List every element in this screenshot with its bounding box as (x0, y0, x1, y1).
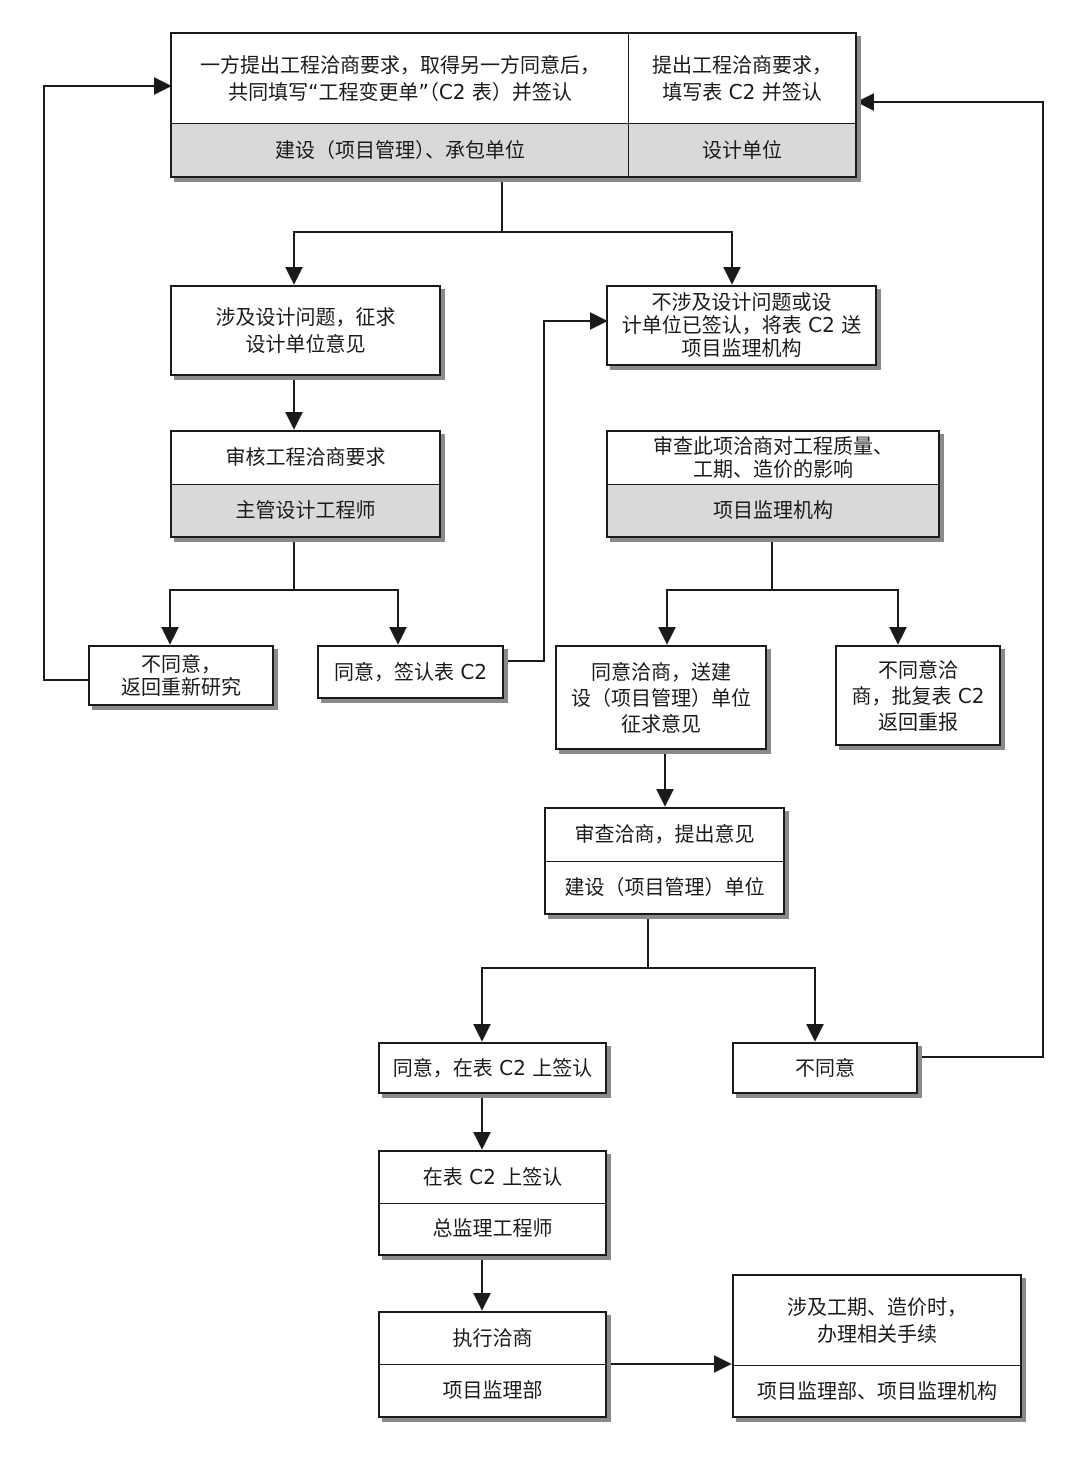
agree-sign-c2-box: 同意，签认表 C2 (317, 645, 504, 699)
agree-on-c2-box: 同意，在表 C2 上签认 (378, 1042, 607, 1094)
disagree-box: 不同意 (732, 1042, 918, 1094)
procedures-text: 涉及工期、造价时， 办理相关手续 (734, 1276, 1020, 1366)
agree-sign-c2-text: 同意，签认表 C2 (333, 659, 488, 684)
review-impact-text: 审查此项洽商对工程质量、 工期、造价的影响 (608, 432, 938, 485)
disagree-return-text: 不同意， 返回重新研究 (121, 651, 241, 699)
agree-send-box: 同意洽商，送建 设（项目管理）单位 征求意见 (555, 645, 767, 750)
arrow-to-agree-send (658, 589, 772, 645)
design-issue-text: 涉及设计问题，征求 设计单位意见 (215, 304, 396, 356)
arrow-to-agree-on-c2 (473, 967, 648, 1042)
disagree-reply-box: 不同意洽 商，批复表 C2 返回重报 (835, 645, 1001, 746)
review-request-box: 审核工程洽商要求 主管设计工程师 (170, 430, 441, 538)
no-design-issue-text: 不涉及设计问题或设 计单位已签认，将表 C2 送 项目监理机构 (621, 290, 862, 360)
execute-box: 执行洽商 项目监理部 (378, 1311, 607, 1418)
arrow-to-design-issue (285, 231, 502, 285)
arrow-to-disagree-return (161, 589, 294, 645)
arrow-to-disagree (648, 967, 824, 1042)
arrow-to-no-design-issue (502, 231, 741, 285)
disagree-reply-text: 不同意洽 商，批复表 C2 返回重报 (851, 657, 985, 734)
design-issue-box: 涉及设计问题，征求 设计单位意见 (170, 285, 441, 376)
owner-review-box: 审查洽商，提出意见 建设（项目管理）单位 (544, 807, 785, 915)
chief-sign-text: 在表 C2 上签认 (380, 1152, 605, 1204)
top-right-role: 设计单位 (629, 124, 855, 176)
chief-sign-box: 在表 C2 上签认 总监理工程师 (378, 1150, 607, 1256)
agree-on-c2-text: 同意，在表 C2 上签认 (392, 1055, 593, 1080)
no-design-issue-box: 不涉及设计问题或设 计单位已签认，将表 C2 送 项目监理机构 (606, 285, 877, 366)
top-initiation-box: 一方提出工程洽商要求，取得另一方同意后， 共同填写“工程变更单”（C2 表）并签… (170, 32, 857, 178)
arrow-agree-to-supervisor (504, 312, 608, 662)
arrow-to-disagree-reply (772, 589, 907, 645)
chief-sign-role: 总监理工程师 (432, 1216, 553, 1241)
procedures-role: 项目监理部、项目监理机构 (757, 1378, 997, 1403)
review-request-text: 审核工程洽商要求 (172, 432, 439, 485)
owner-review-text: 审查洽商，提出意见 (546, 809, 783, 862)
disagree-return-box: 不同意， 返回重新研究 (88, 645, 274, 706)
owner-review-role: 建设（项目管理）单位 (564, 874, 765, 899)
procedures-box: 涉及工期、造价时， 办理相关手续 项目监理部、项目监理机构 (732, 1274, 1022, 1418)
top-left-role: 建设（项目管理）、承包单位 (172, 124, 628, 176)
review-impact-role: 项目监理机构 (608, 484, 938, 536)
arrow-loop-to-top-left (43, 77, 172, 681)
execute-role: 项目监理部 (442, 1378, 543, 1402)
review-impact-box: 审查此项洽商对工程质量、 工期、造价的影响 项目监理机构 (606, 430, 940, 538)
arrow-loop-to-top-right (856, 93, 1044, 1058)
arrow-to-agree-sign (294, 589, 407, 645)
top-right-text: 提出工程洽商要求， 填写表 C2 并签认 (629, 34, 855, 124)
review-request-role: 主管设计工程师 (172, 484, 439, 536)
execute-text: 执行洽商 (380, 1313, 605, 1365)
disagree-text: 不同意 (795, 1055, 855, 1080)
agree-send-text: 同意洽商，送建 设（项目管理）单位 征求意见 (571, 659, 751, 736)
top-left-text: 一方提出工程洽商要求，取得另一方同意后， 共同填写“工程变更单”（C2 表）并签… (172, 34, 628, 124)
